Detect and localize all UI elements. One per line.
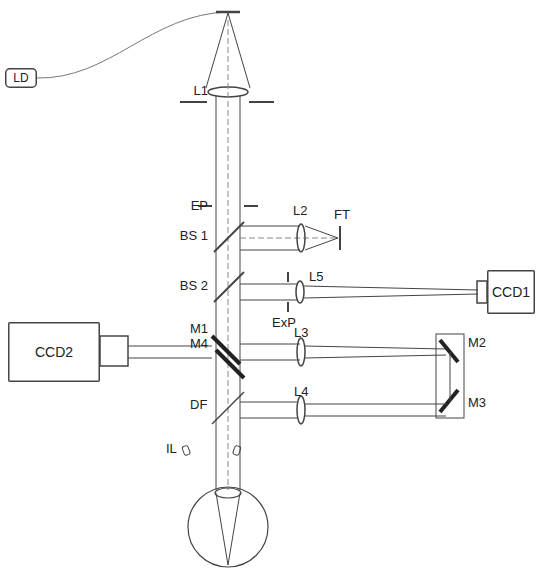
aperture-stop [249,101,274,103]
device-body [9,323,100,382]
mirror [440,390,458,412]
exit-pupil [287,302,289,312]
part-label: M1 [190,322,208,336]
beam [305,416,446,417]
part-label: L1 [194,84,208,98]
device-name: LD [13,70,28,86]
optical-axis [228,20,229,490]
aperture-stop [180,101,207,103]
part-label: L2 [293,204,307,218]
exit-pupil [287,272,289,282]
beam [304,286,478,290]
eye-lens [215,488,241,498]
beam [305,346,446,349]
beam [305,226,338,238]
beam [240,300,298,301]
beam [128,358,212,359]
beam [305,404,446,405]
beam [240,96,241,490]
eye [188,487,268,567]
illumination-led [232,445,241,456]
camera-lens [100,336,128,366]
part-label: IL [166,442,177,456]
part-label: M4 [190,337,208,351]
lens [296,281,304,303]
beam [216,493,228,565]
part-label: M2 [468,336,486,350]
part-label: BS 2 [180,279,208,293]
part-label: L3 [294,326,308,340]
beam [304,294,478,298]
beam [240,360,300,361]
beam [240,284,298,285]
device-body [6,69,37,88]
part-label: DF [190,398,207,412]
device-body [488,271,535,314]
ccd-camera: CCD2 [8,322,100,382]
camera-lens [477,281,487,303]
beam [240,402,297,403]
beam-splitter [214,222,244,252]
beam [228,493,240,565]
fiber-end [216,11,240,14]
part-label: M3 [468,396,486,410]
lens [297,338,305,366]
beam [240,344,300,345]
part-label: ExP [272,316,296,330]
part-label: L5 [309,270,323,284]
mirror [216,350,244,378]
dichroic-filter [212,392,244,424]
beam [305,238,338,250]
device-name: CCD2 [35,344,73,360]
lens [297,396,305,424]
part-label: L4 [294,385,308,399]
part-label: FT [334,208,350,222]
part-label: BS 1 [180,229,208,243]
laser-diode: LD [5,68,37,88]
beam [450,352,451,402]
part-label: EP [191,199,208,213]
beam [240,250,300,251]
beam [228,13,250,88]
mirror [440,340,458,362]
prism-housing [436,334,464,418]
optical-axis [240,238,338,239]
beam [305,355,446,358]
ccd-camera: CCD1 [487,270,535,314]
beam-splitter [214,272,244,302]
beam [216,96,217,490]
fixation-target [339,226,341,250]
illumination-led [182,445,191,456]
lens [297,224,305,252]
beam [240,226,300,227]
beam [206,13,228,88]
device-name: CCD1 [492,284,530,300]
beam [240,418,297,419]
entrance-pupil [244,205,258,207]
optical-fiber [36,12,228,78]
